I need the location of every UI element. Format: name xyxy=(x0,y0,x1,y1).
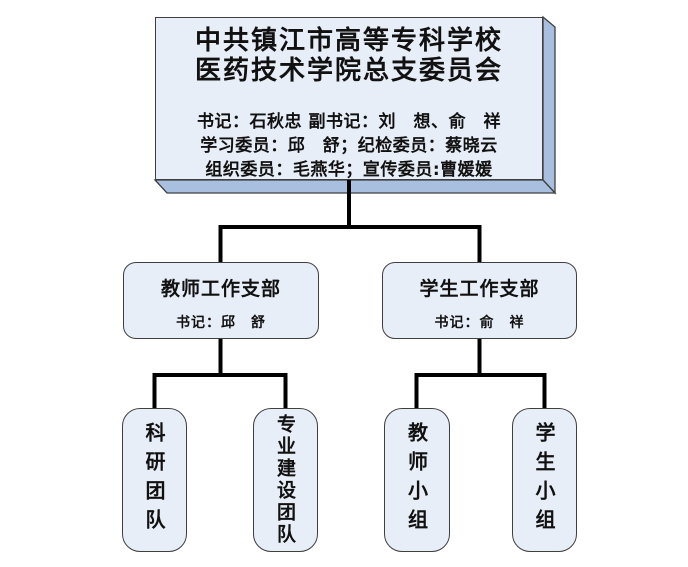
branch-secretary: 书记：俞 祥 xyxy=(434,315,525,331)
root-title-line1: 中共镇江市高等专科学校 xyxy=(194,26,503,56)
leaf-node-student-group: 学生小组 xyxy=(512,408,577,552)
connector-left-crossbar xyxy=(152,373,288,408)
branch-node-student-work: 学生工作支部 书记：俞 祥 xyxy=(382,262,577,339)
connector-root-crossbar xyxy=(218,225,482,262)
root-title-line2: 医药技术学院总支委员会 xyxy=(194,56,503,86)
leaf-node-research-team: 科研团队 xyxy=(122,408,187,552)
leaf-label: 教师小组 xyxy=(404,422,429,538)
branch-title: 学生工作支部 xyxy=(419,278,540,300)
root-members: 书记：石秋忠 副书记：刘 想、俞 祥 学习委员：邱 舒；纪检委员：蔡晓云 组织委… xyxy=(156,110,542,182)
root-members-line1: 书记：石秋忠 副书记：刘 想、俞 祥 xyxy=(197,112,501,132)
root-members-line2: 学习委员：邱 舒；纪检委员：蔡晓云 xyxy=(200,136,498,156)
branch-node-teacher-work: 教师工作支部 书记：邱 舒 xyxy=(123,262,319,339)
root-members-line3: 组织委员：毛燕华；宣传委员:曹媛媛 xyxy=(205,160,493,180)
root-3d-side-face xyxy=(542,15,556,195)
leaf-label: 科研团队 xyxy=(142,422,166,538)
leaf-label: 学生小组 xyxy=(532,422,556,538)
connector-right-crossbar xyxy=(414,373,547,408)
root-3d-bottom-face xyxy=(153,179,557,194)
leaf-node-major-construction-team: 专业建设团队 xyxy=(253,408,318,552)
root-title: 中共镇江市高等专科学校 医药技术学院总支委员会 xyxy=(156,26,542,86)
root-node: 中共镇江市高等专科学校 医药技术学院总支委员会 书记：石秋忠 副书记：刘 想、俞… xyxy=(155,17,543,180)
branch-title: 教师工作支部 xyxy=(160,278,281,300)
branch-secretary: 书记：邱 舒 xyxy=(176,315,266,331)
leaf-node-teacher-group: 教师小组 xyxy=(384,408,450,552)
leaf-label: 专业建设团队 xyxy=(274,414,296,546)
